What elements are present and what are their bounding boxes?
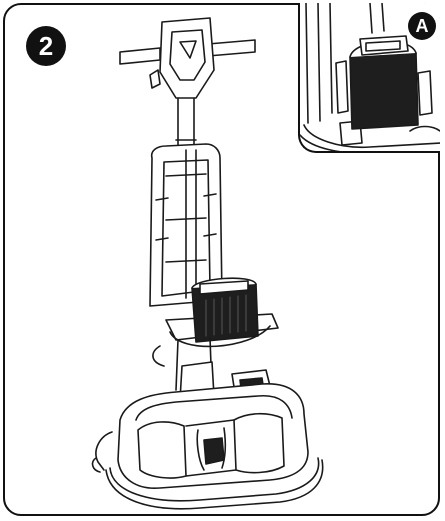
- inset-label-badge: A: [408, 12, 436, 40]
- step-number-badge: 2: [26, 26, 66, 66]
- battery-detail-illustration: [300, 3, 440, 151]
